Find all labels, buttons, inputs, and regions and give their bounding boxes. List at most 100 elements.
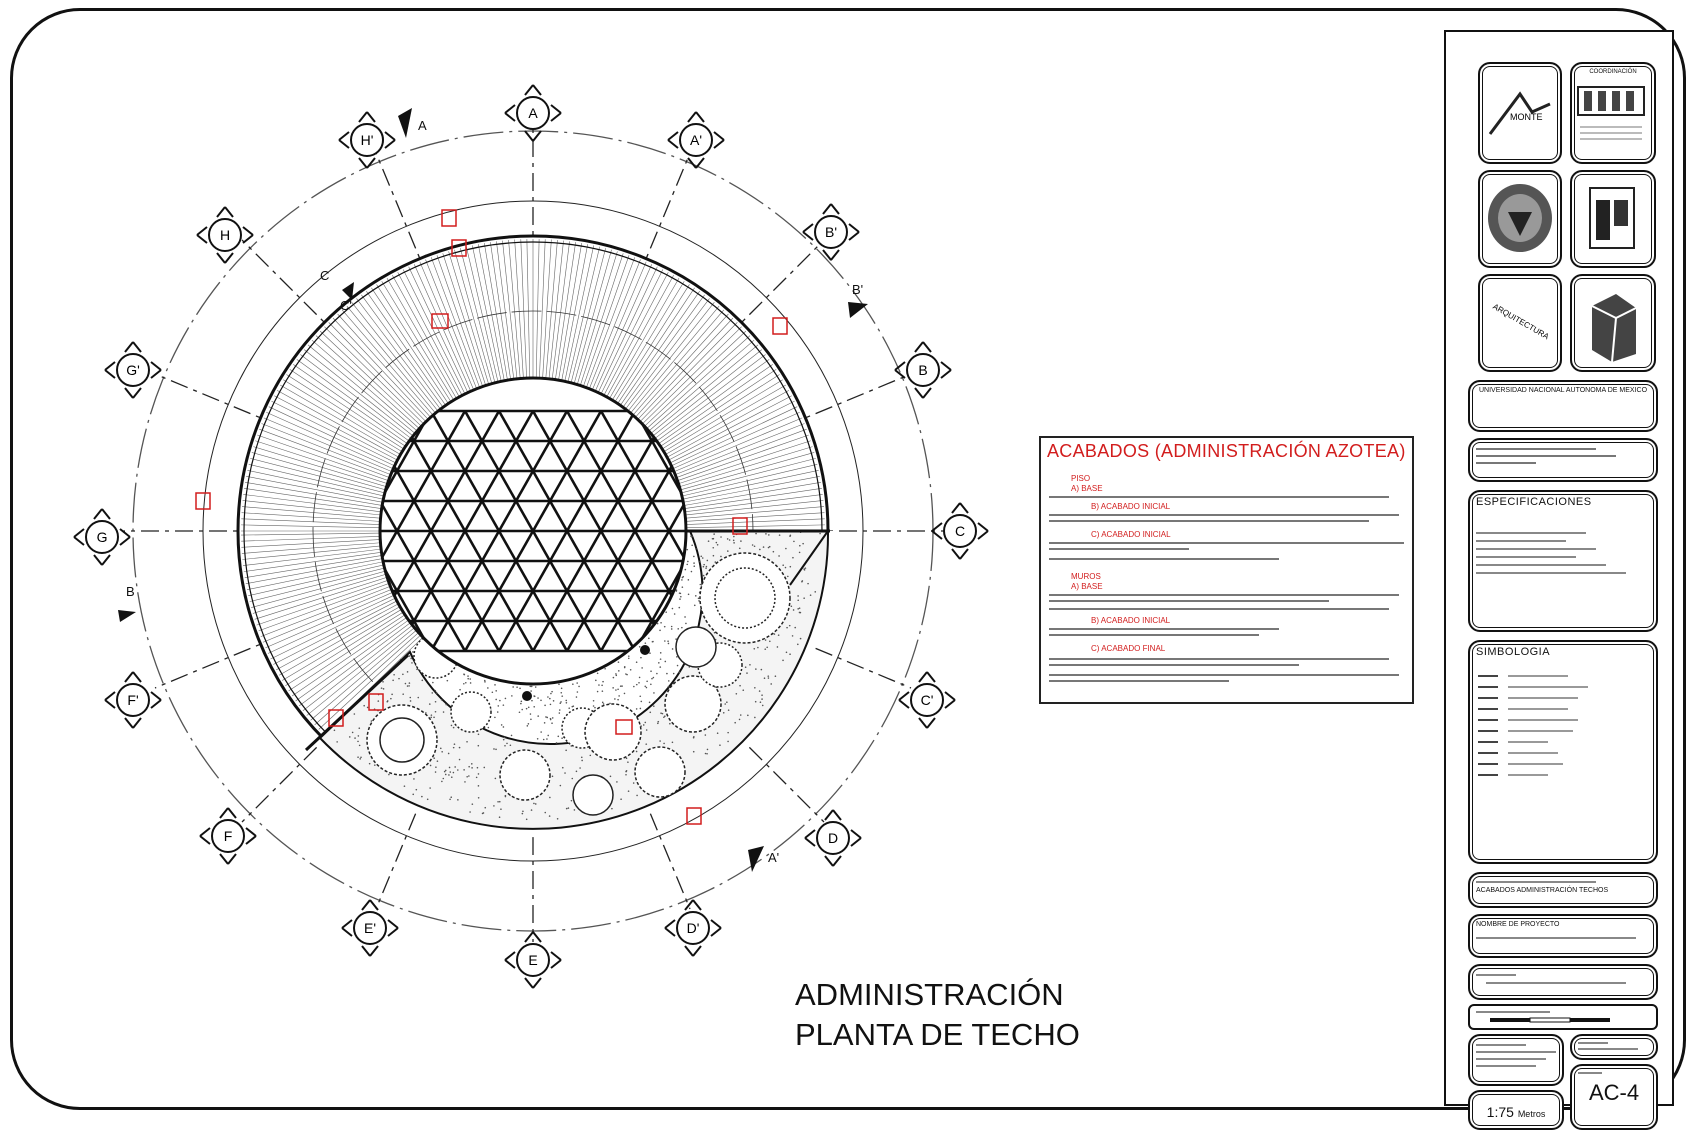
legend-muros-base: A) BASE xyxy=(1071,582,1103,591)
finishes-legend: ACABADOS (ADMINISTRACIÓN AZOTEA) PISO A)… xyxy=(1039,436,1414,704)
svg-text:ARQUITECTURA: ARQUITECTURA xyxy=(1491,302,1551,342)
svg-text:F': F' xyxy=(127,692,138,708)
svg-text:A: A xyxy=(528,105,538,121)
grid-bubble-Hp: H' xyxy=(338,111,396,169)
grid-bubble-E: E xyxy=(504,931,562,989)
symbology-heading: SIMBOLOGIA xyxy=(1476,646,1551,658)
legend-text-line xyxy=(1049,558,1279,560)
svg-text:D': D' xyxy=(687,920,700,936)
legend-text-line xyxy=(1049,658,1389,660)
grid-bubble-Ep: E' xyxy=(341,899,399,957)
section-cut-C: C xyxy=(320,268,354,300)
faculty-logo-icon xyxy=(1589,187,1635,249)
section-cut-Bp: B' xyxy=(848,282,868,318)
grid-bubble-Gp: G' xyxy=(104,341,162,399)
svg-text:G: G xyxy=(97,529,108,545)
scale-value: 1:75 Metros xyxy=(1486,1104,1546,1120)
drawing-title-line2: PLANTA DE TECHO xyxy=(795,1017,1080,1052)
svg-text:A: A xyxy=(418,118,427,133)
coordination-box: COORDINACIÓN xyxy=(1570,62,1656,164)
svg-text:C': C' xyxy=(340,298,352,313)
tower-logo xyxy=(1570,274,1656,372)
grid-bubble-A: A xyxy=(504,84,562,142)
grid-bubble-D: D xyxy=(804,809,862,867)
svg-text:D: D xyxy=(828,830,838,846)
svg-text:C': C' xyxy=(921,692,934,708)
specifications-box: ESPECIFICACIONES xyxy=(1468,490,1658,632)
svg-text:A': A' xyxy=(690,132,702,148)
grid-bubble-Cp: C' xyxy=(898,671,956,729)
grid-bubble-H: H xyxy=(196,206,254,264)
drawn-by-box xyxy=(1468,964,1658,1000)
legend-acabado-inicial: B) ACABADO INICIAL xyxy=(1091,502,1171,511)
grid-bubble-C: C xyxy=(931,502,989,560)
legend-text-line xyxy=(1049,514,1399,516)
svg-text:C: C xyxy=(955,523,965,539)
section-cut-B: B xyxy=(118,584,136,622)
svg-text:B': B' xyxy=(825,224,837,240)
building-icon xyxy=(1577,86,1645,140)
legend-text-line xyxy=(1049,600,1329,602)
section-cut-markers: A A' B' B C C' xyxy=(118,108,868,872)
svg-text:A': A' xyxy=(768,850,779,865)
project-name-heading: NOMBRE DE PROYECTO xyxy=(1476,921,1560,928)
unam-seal xyxy=(1478,170,1562,268)
scale-box: 1:75 Metros xyxy=(1468,1090,1564,1130)
svg-text:E: E xyxy=(528,952,537,968)
svg-text:MONTE: MONTE xyxy=(1510,112,1543,122)
roof-plan-drawing: A A' B' B C C' D D' E E' F F' G G' H H' … xyxy=(73,84,989,989)
grid-bubble-Dp: D' xyxy=(664,899,722,957)
logo-monte: MONTE xyxy=(1478,62,1562,164)
legend-text-line xyxy=(1049,608,1389,610)
section-cut-Ap: A' xyxy=(748,846,779,872)
tower-logo-icon xyxy=(1591,294,1637,363)
legend-muros: MUROS xyxy=(1071,572,1101,581)
section-cut-A: A xyxy=(398,108,427,138)
legend-piso-base: A) BASE xyxy=(1071,484,1103,493)
grid-bubbles: A A' B' B C C' D D' E E' F F' G G' H H' xyxy=(73,84,989,989)
project-name-box: NOMBRE DE PROYECTO xyxy=(1468,914,1658,958)
graphic-scale-box xyxy=(1468,1004,1658,1030)
legend-text-line xyxy=(1049,542,1404,544)
svg-text:F: F xyxy=(224,828,233,844)
garden-trees xyxy=(366,552,791,816)
unam-seal-icon xyxy=(1488,184,1552,252)
grid-bubble-B: B xyxy=(894,341,952,399)
date-box xyxy=(1570,1034,1658,1060)
svg-text:H: H xyxy=(220,227,230,243)
subject-box xyxy=(1468,438,1658,482)
svg-text:B: B xyxy=(126,584,135,599)
sheet-number-box: AC-4 xyxy=(1570,1064,1658,1130)
legend-text-line xyxy=(1049,634,1259,636)
grid-bubble-Fp: F' xyxy=(104,671,162,729)
legend-text-line xyxy=(1049,594,1399,596)
symbology-box: SIMBOLOGIA xyxy=(1468,640,1658,864)
coordination-label: COORDINACIÓN xyxy=(1589,69,1637,75)
legend-text-line xyxy=(1049,496,1389,498)
section-cut-Cp: C' xyxy=(340,298,352,313)
grid-bubble-Ap: A' xyxy=(667,111,725,169)
grid-bubble-G: G xyxy=(73,508,131,566)
graphic-scale-bar xyxy=(1476,1011,1610,1023)
legend-text-line xyxy=(1049,664,1299,666)
university-name: UNIVERSIDAD NACIONAL AUTONOMA DE MEXICO xyxy=(1478,387,1648,394)
specifications-heading: ESPECIFICACIONES xyxy=(1476,496,1592,508)
finish-tags xyxy=(195,209,788,825)
sheet-number: AC-4 xyxy=(1588,1080,1640,1105)
legend-title: ACABADOS (ADMINISTRACIÓN AZOTEA) xyxy=(1047,441,1406,461)
grid-bubble-Bp: B' xyxy=(802,203,860,261)
university-box: UNIVERSIDAD NACIONAL AUTONOMA DE MEXICO xyxy=(1468,380,1658,432)
plan-name-box: ACABADOS ADMINISTRACIÓN TECHOS xyxy=(1468,872,1658,908)
professors-box xyxy=(1468,1034,1564,1086)
plan-name: ACABADOS ADMINISTRACIÓN TECHOS xyxy=(1476,887,1609,894)
svg-text:B': B' xyxy=(852,282,863,297)
svg-text:E': E' xyxy=(364,920,376,936)
legend-text-line xyxy=(1049,520,1369,522)
monte-logo-icon: MONTE xyxy=(1488,91,1551,135)
svg-text:C: C xyxy=(320,268,329,283)
faculty-logo xyxy=(1570,170,1656,268)
legend-text-line xyxy=(1049,674,1399,676)
legend-acabado-final: C) ACABADO FINAL xyxy=(1091,644,1166,653)
grid-bubble-F: F xyxy=(199,807,257,865)
legend-text-line xyxy=(1049,628,1279,630)
